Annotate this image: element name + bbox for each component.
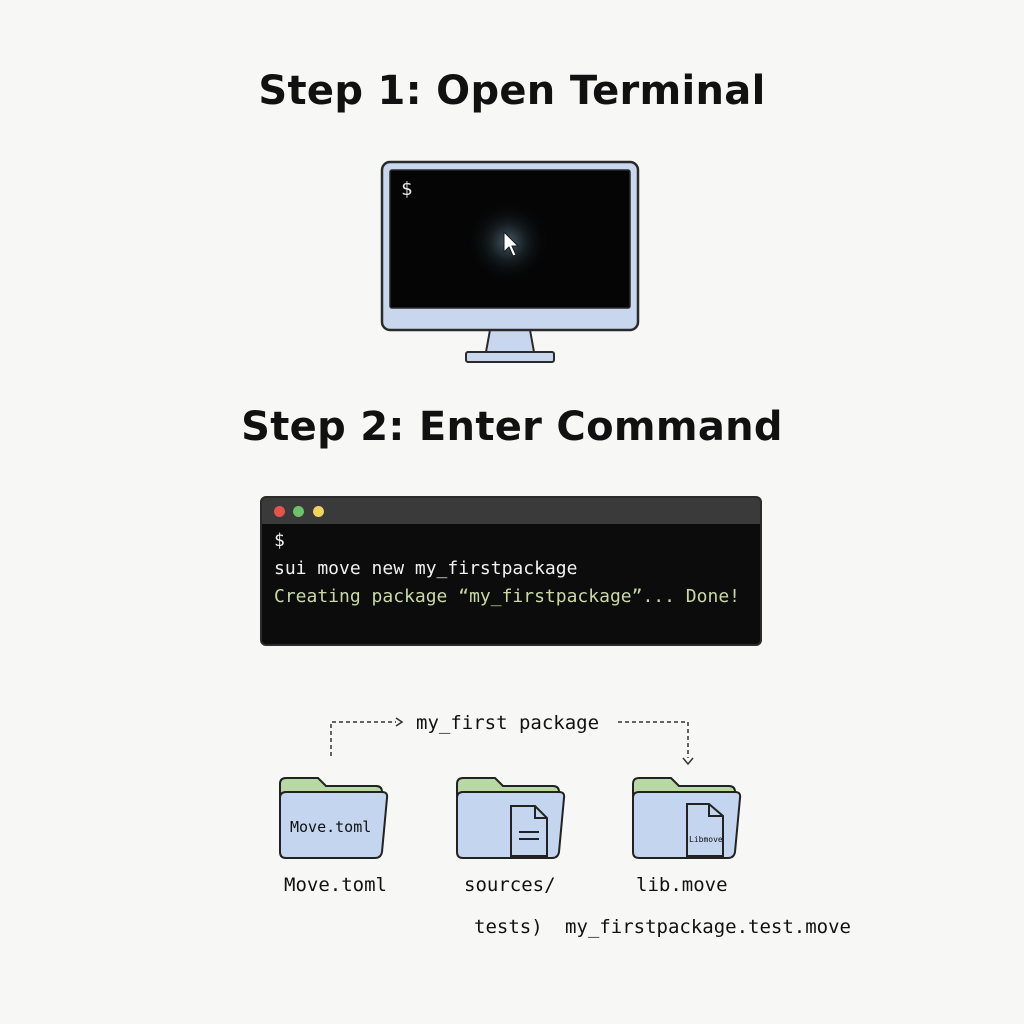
- tests-label: tests): [474, 916, 543, 938]
- folder-caption-move-toml: Move.toml: [284, 874, 387, 896]
- step-1-title: Step 1: Open Terminal: [258, 68, 766, 114]
- folder-document-icon[interactable]: [455, 776, 567, 860]
- mouse-cursor-icon: [503, 230, 520, 257]
- folder-icon[interactable]: Move.toml: [278, 776, 390, 860]
- minimize-dot-icon[interactable]: [313, 506, 324, 517]
- right-dashed-arrow: [618, 721, 689, 758]
- document-icon: [510, 805, 548, 857]
- step-2-title: Step 2: Enter Command: [241, 404, 783, 450]
- arrow-down-icon: [682, 757, 694, 766]
- terminal-output: Creating package “my_firstpackage”... Do…: [274, 586, 740, 607]
- folder-inner-label: Move.toml: [290, 818, 371, 836]
- arrow-right-icon: [395, 717, 404, 727]
- left-dashed-arrow: [330, 721, 396, 756]
- test-file-label: my_firstpackage.test.move: [565, 916, 851, 938]
- monitor-icon: [380, 160, 640, 363]
- folder-caption-sources: sources/: [464, 874, 556, 896]
- document-icon: Libmove: [686, 803, 724, 857]
- package-name: my_first package: [416, 712, 600, 734]
- close-dot-icon[interactable]: [274, 506, 285, 517]
- terminal-title-bar: [262, 498, 760, 524]
- folder-document-icon[interactable]: Libmove: [631, 776, 743, 860]
- terminal-prompt: $: [274, 530, 285, 551]
- folder-caption-lib-move: lib.move: [636, 874, 728, 896]
- document-inner-label: Libmove: [689, 835, 723, 844]
- terminal-window: $ sui move new my_firstpackage Creating …: [260, 496, 762, 646]
- maximize-dot-icon[interactable]: [293, 506, 304, 517]
- terminal-command: sui move new my_firstpackage: [274, 558, 578, 579]
- monitor-prompt: $: [401, 178, 413, 200]
